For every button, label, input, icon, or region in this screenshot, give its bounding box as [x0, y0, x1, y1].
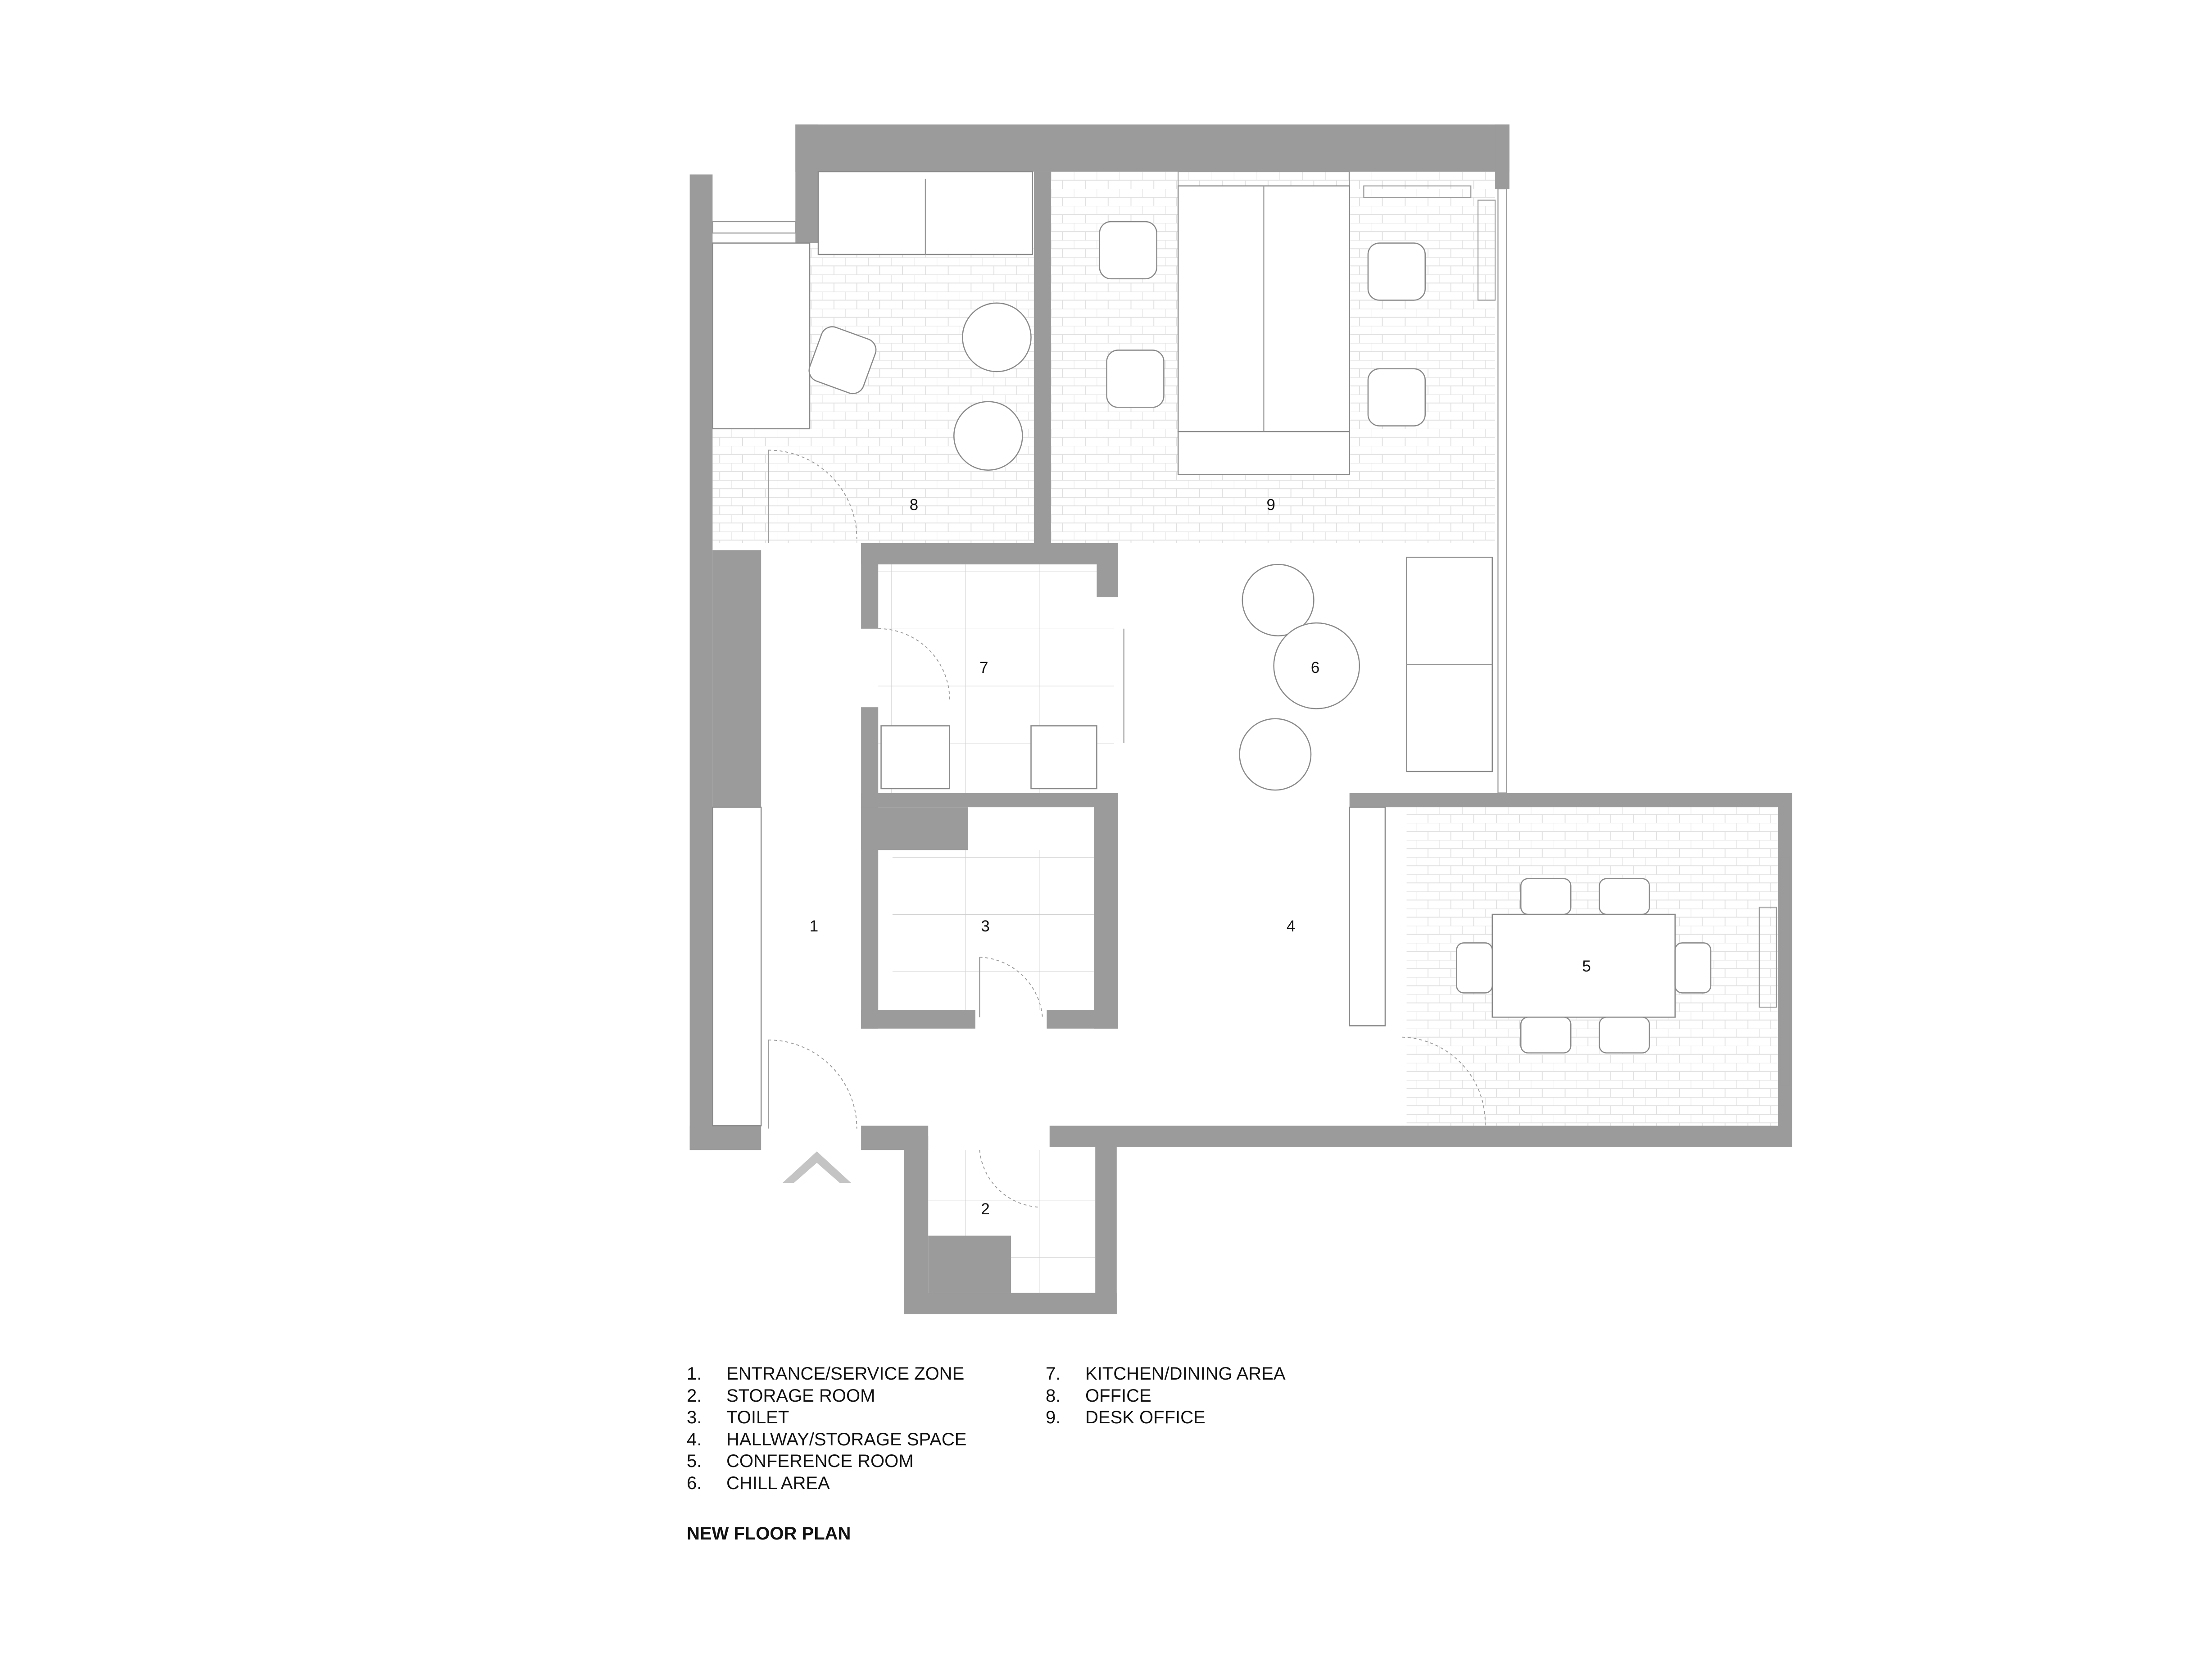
windows [712, 171, 1790, 1086]
legend-num: 1. [687, 1364, 702, 1384]
legend-name: OFFICE [1085, 1385, 1151, 1406]
legend-num: 9. [1046, 1408, 1061, 1427]
room-label-7: 7 [979, 659, 988, 677]
legend-name: CHILL AREA [726, 1473, 830, 1493]
legend-item: 1. ENTRANCE/SERVICE ZONE [687, 1363, 966, 1385]
legend-name: TOILET [726, 1408, 789, 1427]
room-label-5: 5 [1582, 958, 1591, 975]
legend-name: CONFERENCE ROOM [726, 1451, 914, 1471]
legend-name: STORAGE ROOM [726, 1385, 875, 1406]
legend-item: 6. CHILL AREA [687, 1472, 966, 1494]
room-label-1: 1 [810, 917, 818, 935]
legend-name: KITCHEN/DINING AREA [1085, 1364, 1286, 1384]
walls [689, 124, 1792, 1314]
legend-item: 9. DESK OFFICE [1046, 1407, 1286, 1429]
legend-item: 2. STORAGE ROOM [687, 1385, 966, 1407]
room-label-6: 6 [1311, 659, 1319, 677]
legend-num: 2. [687, 1385, 702, 1406]
legend-item: 8. OFFICE [1046, 1385, 1286, 1407]
legend-item: 4. HALLWAY/STORAGE SPACE [687, 1429, 966, 1451]
legend-item: 3. TOILET [687, 1407, 966, 1429]
legend-name: DESK OFFICE [1085, 1408, 1206, 1427]
room-label-9: 9 [1267, 496, 1275, 514]
plan-title: NEW FLOOR PLAN [687, 1524, 851, 1544]
legend-num: 6. [687, 1473, 702, 1493]
legend-column-2: 7. KITCHEN/DINING AREA 8. OFFICE 9. DESK OF… [1046, 1363, 1286, 1429]
legend-item: 7. KITCHEN/DINING AREA [1046, 1363, 1286, 1385]
legend-name: HALLWAY/STORAGE SPACE [726, 1429, 967, 1449]
legend-num: 4. [687, 1429, 702, 1449]
doors [767, 450, 1486, 1208]
room-label-2: 2 [981, 1200, 989, 1218]
room-label-8: 8 [910, 496, 918, 514]
legend-item: 5. CONFERENCE ROOM [687, 1450, 966, 1472]
furniture [712, 171, 1712, 1126]
legend-num: 7. [1046, 1364, 1061, 1384]
entrance-arrow-icon [782, 1151, 851, 1183]
room-label-3: 3 [981, 917, 989, 935]
room-label-4: 4 [1287, 917, 1295, 935]
legend-num: 3. [687, 1408, 702, 1427]
toilet-floor [892, 850, 1094, 1010]
legend-name: ENTRANCE/SERVICE ZONE [726, 1364, 965, 1384]
legend-num: 5. [687, 1451, 702, 1471]
legend-num: 8. [1046, 1385, 1061, 1406]
legend-column-1: 1. ENTRANCE/SERVICE ZONE 2. STORAGE ROOM 3… [687, 1363, 966, 1494]
